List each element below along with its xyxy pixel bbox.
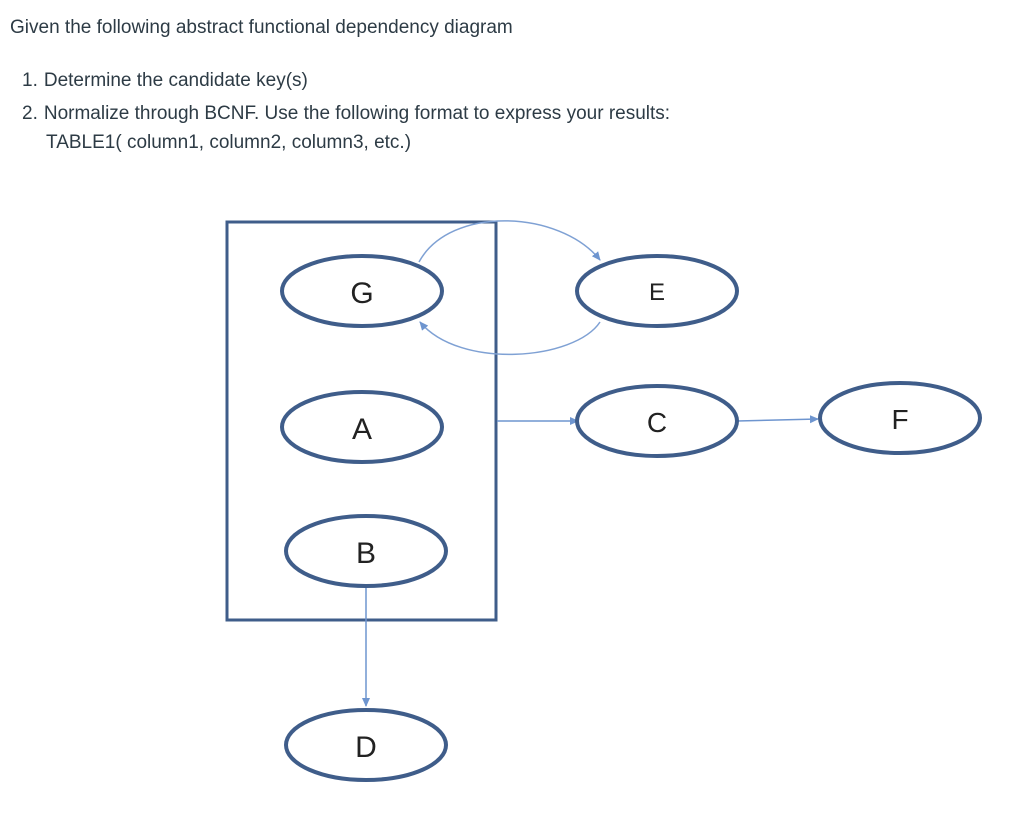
arrow-e-to-g <box>419 321 601 356</box>
node-c-label: C <box>647 407 667 438</box>
node-f-ellipse <box>818 381 982 455</box>
node-a: A <box>280 390 444 464</box>
question-steps: 1.Determine the candidate key(s) 2.Norma… <box>22 64 670 130</box>
node-c-ellipse <box>575 384 739 458</box>
node-b: B <box>284 514 448 588</box>
arrow-g-to-e <box>418 220 601 263</box>
node-b-ellipse <box>284 514 448 588</box>
composite-key-box <box>225 220 498 622</box>
node-e-ellipse <box>575 254 739 328</box>
node-d: D <box>284 708 448 782</box>
node-g-ellipse <box>280 254 444 328</box>
node-g: G <box>280 254 444 328</box>
node-f-label: F <box>891 404 908 435</box>
step-item: 2.Normalize through BCNF. Use the follow… <box>22 97 670 130</box>
step-item: 1.Determine the candidate key(s) <box>22 64 670 97</box>
node-d-label: D <box>355 731 377 764</box>
question-intro: Given the following abstract functional … <box>10 17 513 38</box>
step-text: Determine the candidate key(s) <box>43 70 308 91</box>
node-c: C <box>575 384 739 458</box>
node-b-label: B <box>356 537 376 570</box>
node-e: E <box>575 254 739 328</box>
step-number: 1. <box>22 70 38 91</box>
node-f: F <box>818 381 982 455</box>
node-a-label: A <box>352 413 372 446</box>
format-example: TABLE1( column1, column2, column3, etc.) <box>46 132 412 153</box>
step-text: Normalize through BCNF. Use the followin… <box>43 103 671 124</box>
step-number: 2. <box>22 103 38 124</box>
node-d-ellipse <box>284 708 448 782</box>
arrow-c-to-f <box>736 415 819 424</box>
node-g-label: G <box>350 277 373 310</box>
node-e-label: E <box>649 279 665 306</box>
node-a-ellipse <box>280 390 444 464</box>
